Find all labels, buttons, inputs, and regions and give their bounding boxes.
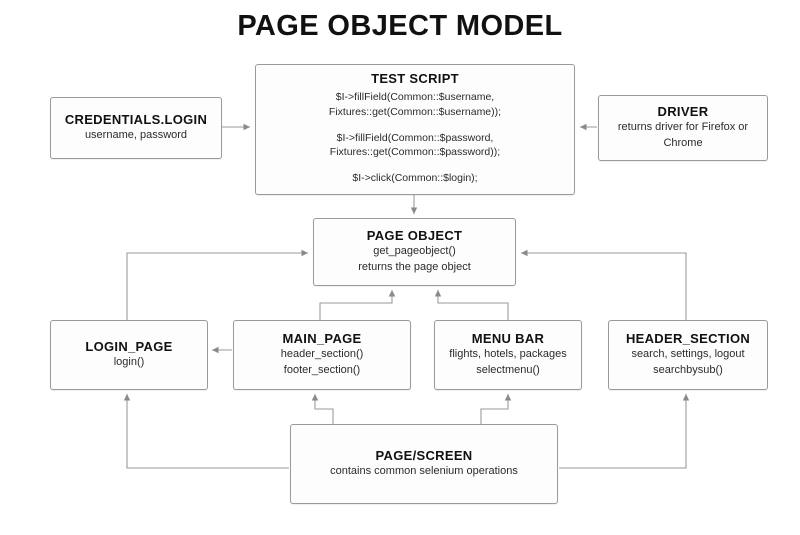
edge-headersection-to-pageobject [521,249,687,320]
node-test-script[interactable]: TEST SCRIPT $I->fillField(Common::$usern… [255,64,575,195]
node-page-screen[interactable]: PAGE/SCREEN contains common selenium ope… [290,424,558,504]
edge-pagescreen-to-menubar [480,394,512,424]
node-line: search, settings, logout [631,348,745,361]
node-line: get_pageobject() [373,245,456,258]
edge-loginpage-to-pageobject [126,249,308,320]
node-driver[interactable]: DRIVER returns driver for Firefox or Chr… [598,95,768,161]
edge-menubar-to-pageobject [434,290,509,320]
node-header: PAGE/SCREEN [375,447,473,463]
node-line: Chrome [663,137,703,150]
node-line: flights, hotels, packages [449,348,567,361]
node-line: login() [113,356,145,369]
node-line: returns driver for Firefox or [617,121,749,134]
node-header: CREDENTIALS.LOGIN [64,111,208,127]
node-line: footer_section() [283,364,361,377]
node-line: searchbysub() [653,364,723,377]
node-login-page[interactable]: LOGIN_PAGE login() [50,320,208,390]
edge-pagescreen-to-mainpage [311,394,334,424]
node-header-section[interactable]: HEADER_SECTION search, settings, logout … [608,320,768,390]
node-header: MENU BAR [471,330,545,346]
node-line: $I->fillField(Common::$username, [335,91,495,104]
node-header: PAGE OBJECT [366,227,463,243]
node-main-page[interactable]: MAIN_PAGE header_section() footer_sectio… [233,320,411,390]
edge-mainpage-to-pageobject [319,290,396,320]
node-credentials-login[interactable]: CREDENTIALS.LOGIN username, password [50,97,222,159]
node-header: LOGIN_PAGE [85,338,173,354]
edge-pagescreen-to-headersection [559,394,690,469]
page-title: PAGE OBJECT MODEL [237,10,563,42]
node-line: returns the page object [358,261,471,274]
node-header: TEST SCRIPT [371,71,459,86]
node-header: MAIN_PAGE [282,330,362,346]
node-menu-bar[interactable]: MENU BAR flights, hotels, packages selec… [434,320,582,390]
node-line: selectmenu() [476,364,540,377]
node-line: Fixtures::get(Common::$password)); [329,146,501,159]
node-page-object[interactable]: PAGE OBJECT get_pageobject() returns the… [313,218,516,286]
node-header: HEADER_SECTION [625,330,751,346]
node-line: username, password [84,129,188,142]
node-line: header_section() [280,348,364,361]
node-line: $I->click(Common::$login); [352,172,478,184]
node-line: Fixtures::get(Common::$username)); [328,105,502,118]
node-line: $I->fillField(Common::$password, [336,131,494,144]
edge-pagescreen-to-loginpage [123,394,289,469]
node-header: DRIVER [657,103,709,119]
node-line: contains common selenium operations [330,465,518,478]
